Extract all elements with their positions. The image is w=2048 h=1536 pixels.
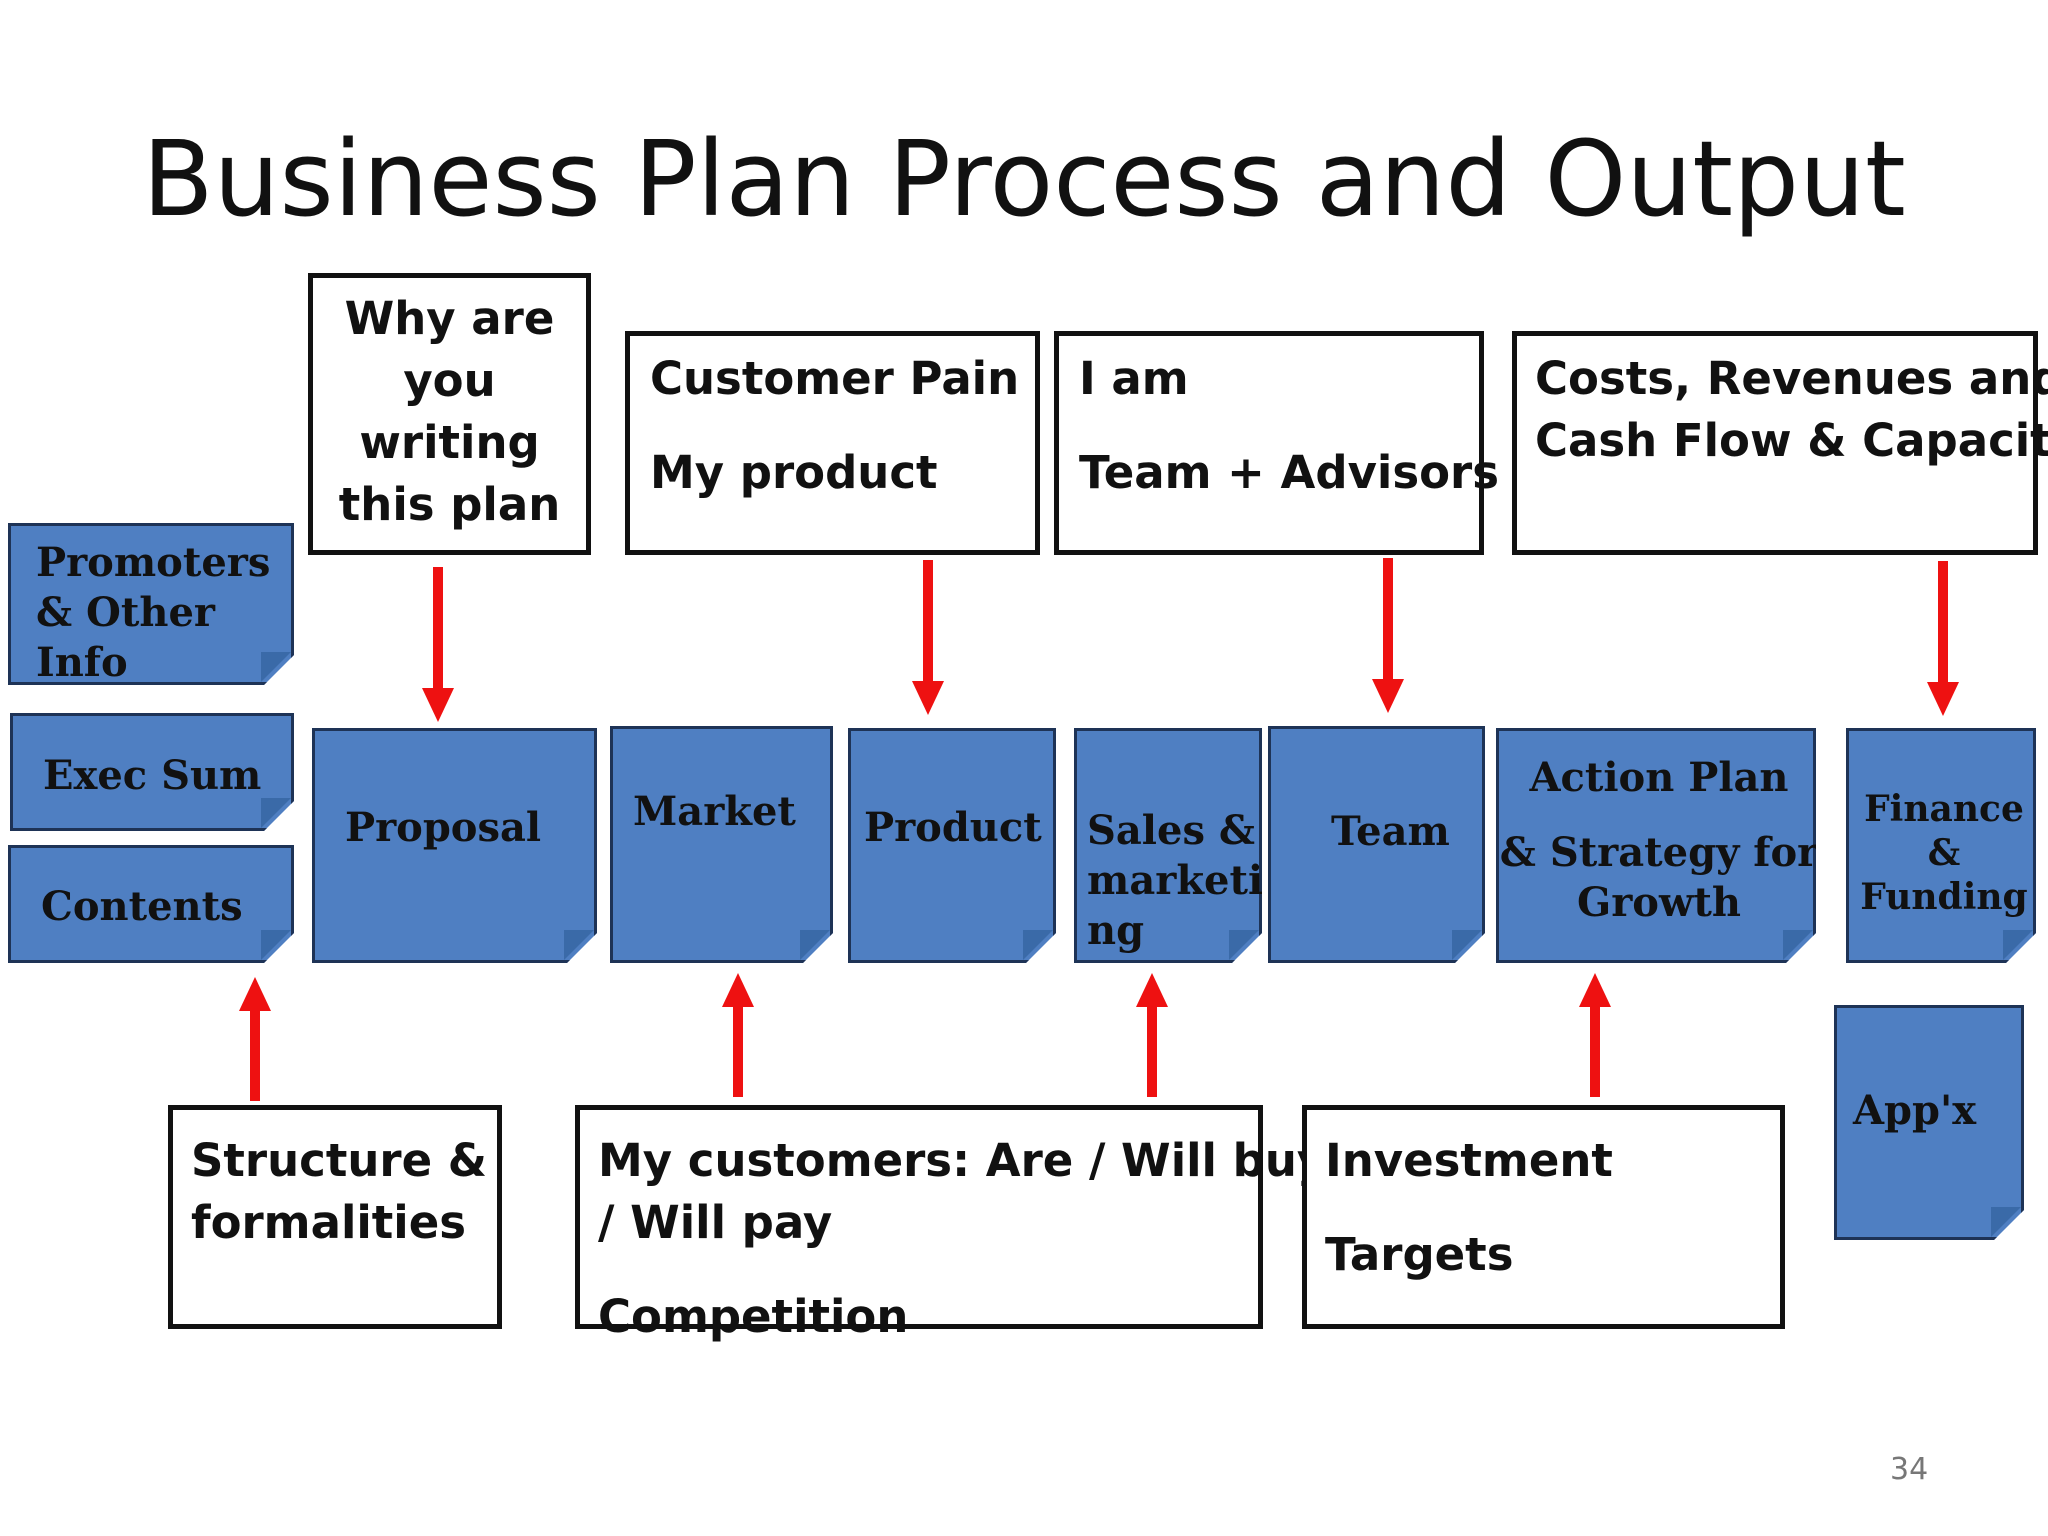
costs-box: Costs, Revenues and Cash Flow & Capacity <box>1512 331 2048 555</box>
exec-sum-label: Exec Sum <box>43 752 262 799</box>
exec-sum-note: Exec Sum <box>10 713 294 831</box>
investment-text: Investment <box>1325 1134 1613 1187</box>
why-line-4: this plan <box>338 478 561 531</box>
product-note: Product <box>848 728 1056 963</box>
up-arrow-structure <box>239 977 271 1101</box>
why-line-3: writing <box>359 416 540 469</box>
sales-marketing-note: Sales & marketi ng <box>1074 728 1262 963</box>
up-arrow-sales <box>1136 973 1168 1097</box>
investment-box: Investment Targets <box>1302 1105 1785 1329</box>
structure-line-1: Structure & <box>191 1134 487 1187</box>
appendix-label: App'x <box>1853 1087 1977 1134</box>
structure-line-2: formalities <box>191 1196 467 1249</box>
up-arrow-market <box>722 973 754 1097</box>
proposal-note: Proposal <box>312 728 597 963</box>
finance-line-3: Funding <box>1860 876 2028 918</box>
team-advisors-text: Team + Advisors <box>1079 446 1500 499</box>
up-arrow-action <box>1579 973 1611 1097</box>
costs-line-1: Costs, Revenues and <box>1535 352 2048 405</box>
competition-text: Competition <box>598 1290 909 1343</box>
market-note: Market <box>610 726 833 963</box>
customer-pain-text: Customer Pain <box>650 352 1020 405</box>
why-writing-box: Why are you writing this plan <box>308 273 591 555</box>
targets-text: Targets <box>1325 1228 1514 1281</box>
costs-line-2: Cash Flow & Capacity <box>1535 414 2048 467</box>
promoters-note: Promoters & Other Info <box>8 523 294 685</box>
my-product-text: My product <box>650 446 938 499</box>
sales-line-1: Sales & <box>1087 807 1256 854</box>
team-note: Team <box>1268 726 1485 963</box>
promoters-line-3: Info <box>36 639 128 686</box>
customers-line-2: / Will pay <box>598 1196 833 1249</box>
promoters-line-1: Promoters <box>36 539 271 586</box>
why-line-2: you <box>403 354 496 407</box>
customers-line-1: My customers: Are / Will buy <box>598 1134 1327 1187</box>
team-label: Team <box>1331 808 1450 855</box>
down-arrow-iam <box>1372 558 1404 713</box>
contents-label: Contents <box>41 883 243 930</box>
action-plan-note: Action Plan & Strategy for Growth <box>1496 728 1816 963</box>
finance-line-1: Finance <box>1864 788 2024 830</box>
sales-line-2: marketi <box>1087 857 1264 904</box>
down-arrow-why <box>422 567 454 722</box>
sales-line-3: ng <box>1087 907 1145 954</box>
action-line-2: & Strategy for <box>1499 829 1819 876</box>
promoters-line-2: & Other <box>36 589 215 636</box>
my-customers-box: My customers: Are / Will buy / Will pay … <box>575 1105 1327 1343</box>
proposal-label: Proposal <box>345 804 542 851</box>
contents-note: Contents <box>8 845 294 963</box>
why-line-1: Why are <box>344 292 555 345</box>
i-am-text: I am <box>1079 352 1189 405</box>
product-label: Product <box>864 804 1042 851</box>
market-label: Market <box>633 788 796 835</box>
slide-title: Business Plan Process and Output <box>142 118 1906 240</box>
customer-pain-box: Customer Pain My product <box>625 331 1040 555</box>
structure-box: Structure & formalities <box>168 1105 502 1329</box>
page-number: 34 <box>1890 1452 1929 1487</box>
action-line-1: Action Plan <box>1529 754 1789 801</box>
i-am-box: I am Team + Advisors <box>1054 331 1500 555</box>
down-arrow-customer <box>912 560 944 715</box>
down-arrow-costs <box>1927 561 1959 716</box>
finance-line-2: & <box>1927 832 1961 874</box>
action-line-3: Growth <box>1577 879 1741 926</box>
